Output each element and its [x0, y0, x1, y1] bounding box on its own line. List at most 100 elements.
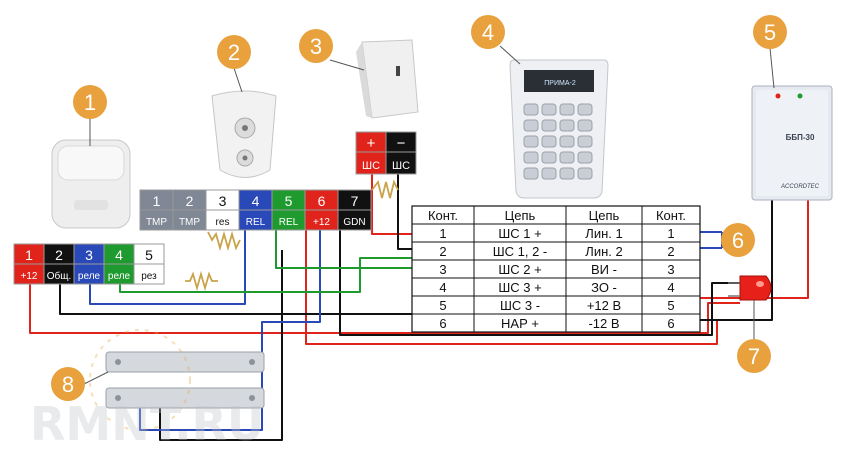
wire-black-reed [159, 250, 283, 441]
keypad-keys [523, 103, 593, 180]
watermark-text: RMNT.RU [30, 397, 264, 451]
keypad-key [559, 119, 575, 132]
table-cell: Лин. 1 [585, 226, 622, 241]
table-cell: ЗО - [591, 280, 617, 295]
s3-terminal-num: − [397, 135, 406, 152]
keypad-key [523, 119, 539, 132]
s3-terminal-label: ШС [392, 160, 410, 172]
mid-terminal-label: TMP [179, 217, 200, 228]
keypad-key [541, 103, 557, 116]
table-cell: ШС 2 + [498, 262, 541, 277]
callout-3-text: 3 [310, 34, 322, 59]
wire-red-mid [305, 230, 718, 345]
wires [29, 170, 809, 441]
keypad-key [523, 151, 539, 164]
left-terminal-num: 3 [85, 247, 93, 263]
table-cell: +12 В [587, 298, 621, 313]
resistor-1 [185, 270, 218, 292]
table-cell: 2 [667, 244, 674, 259]
left-terminal-num: 4 [115, 247, 123, 263]
callout-4-text: 4 [482, 20, 494, 45]
wire-red-sensor3 [371, 170, 418, 235]
table-cell: 3 [439, 262, 446, 277]
keypad-key [541, 167, 557, 180]
wire-blue-mid [139, 230, 321, 431]
callout-1-text: 1 [84, 90, 96, 115]
keypad-key [541, 119, 557, 132]
mid-terminal-label: REL [279, 217, 299, 228]
wire-black-left [59, 283, 418, 315]
table-cell: ШС 1 + [498, 226, 541, 241]
mid-terminal-label: GDN [343, 217, 365, 228]
callout-3: 3 [299, 29, 365, 71]
table-cell: 4 [667, 280, 674, 295]
keypad-key [523, 135, 539, 148]
keypad-key [559, 103, 575, 116]
callout-4: 4 [471, 15, 521, 65]
wire-black-psu [700, 200, 773, 321]
mid-terminal-num: 1 [153, 193, 161, 209]
table-cell: Лин. 2 [585, 244, 622, 259]
callout-1: 1 [73, 85, 107, 146]
table-header: Цепь [505, 208, 536, 223]
resistor-2 [207, 230, 241, 252]
power-supply-5: ББП-30 ACCORDTEC [751, 85, 833, 201]
wire-red-psu [700, 200, 809, 299]
table-cell: 2 [439, 244, 446, 259]
keypad-key [577, 167, 593, 180]
keypad-key [523, 167, 539, 180]
keypad-key [577, 151, 593, 164]
motion-sensor-1 [51, 139, 131, 229]
table-cell: НАР + [501, 316, 539, 331]
keypad-key [523, 103, 539, 116]
mid-terminal-num: 2 [186, 193, 194, 209]
wire-red-left [29, 283, 740, 334]
callout-5-text: 5 [764, 20, 776, 45]
table-cell: 1 [439, 226, 446, 241]
table-cell: ШС 3 + [498, 280, 541, 295]
resistor-3 [371, 179, 399, 199]
table-cell: 6 [667, 316, 674, 331]
left-terminal-label: рез [141, 271, 157, 282]
table-cell: 1 [667, 226, 674, 241]
callout-8: 8 [51, 367, 109, 401]
psu-brand: ACCORDTEC [780, 184, 820, 190]
s3-terminal-cell-bottom [385, 151, 417, 175]
table-cell: ШС 3 - [500, 298, 540, 313]
left-terminal-num: 2 [55, 247, 63, 263]
mid-terminal-num: 4 [252, 193, 260, 209]
left-terminal-label: Общ. [47, 270, 72, 282]
s3-terminal-num: + [367, 135, 376, 152]
callout-5: 5 [753, 15, 787, 89]
wire-blue-left [89, 230, 246, 305]
table-cell: -12 В [588, 316, 619, 331]
glass-break-sensor-2 [211, 90, 277, 178]
table-cell: ВИ - [591, 262, 617, 277]
led-7 [728, 275, 772, 301]
mid-terminal-num: 7 [351, 193, 359, 209]
callout-8-text: 8 [62, 372, 74, 397]
left-terminal-label: реле [78, 271, 101, 282]
keypad-key [559, 167, 575, 180]
motion-sensor-3 [356, 39, 419, 119]
table-cell: 5 [667, 298, 674, 313]
s3-terminal-label: ШС [362, 160, 380, 172]
wire-black-sensor3 [397, 170, 418, 250]
psu-model: ББП-30 [786, 133, 815, 142]
table-cell: 5 [439, 298, 446, 313]
keypad-key [559, 151, 575, 164]
table-header: Конт. [428, 208, 458, 223]
mid-terminal-label: REL [246, 217, 266, 228]
keypad-key [541, 135, 557, 148]
callout-7: 7 [737, 300, 771, 373]
left-terminal-label: реле [108, 271, 131, 282]
keypad-key [541, 151, 557, 164]
keypad-4: ПРИМА-2 [509, 59, 609, 199]
left-terminal-cell-bottom [133, 263, 165, 285]
terminal-block-sensor3: + ШС − ШС [355, 131, 417, 175]
keypad-key [577, 119, 593, 132]
wire-black-mid [339, 230, 740, 336]
